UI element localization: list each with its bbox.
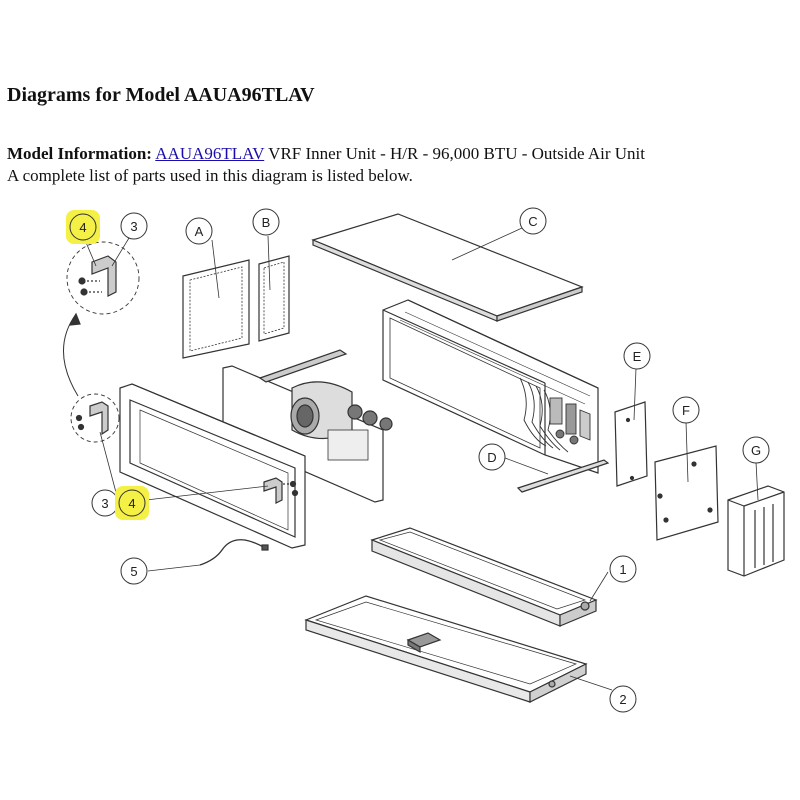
callout-part-2[interactable]: 2 <box>609 685 637 713</box>
svg-text:D: D <box>487 450 496 465</box>
callout-part-4-mid[interactable]: 4 <box>115 486 149 520</box>
top-panel-c[interactable] <box>311 213 584 322</box>
model-info-label: Model Information: <box>7 144 152 163</box>
coil-piping <box>519 377 591 453</box>
callout-b[interactable]: B <box>252 208 280 236</box>
model-information: Model Information: AAUA96TLAV VRF Inner … <box>7 143 645 165</box>
bracket-detail-top <box>66 241 140 315</box>
bracket-on-frame <box>263 477 299 504</box>
callout-f[interactable]: F <box>672 396 700 424</box>
svg-text:5: 5 <box>130 564 137 579</box>
base-pan-part-2[interactable] <box>304 595 588 703</box>
model-description: VRF Inner Unit - H/R - 96,000 BTU - Outs… <box>264 144 645 163</box>
svg-text:A: A <box>195 224 204 239</box>
svg-text:B: B <box>262 215 271 230</box>
callout-c[interactable]: C <box>519 207 547 235</box>
svg-text:3: 3 <box>101 496 108 511</box>
callout-g[interactable]: G <box>742 436 770 464</box>
svg-text:G: G <box>751 443 761 458</box>
electrical-box-g[interactable] <box>727 485 785 577</box>
callout-d[interactable]: D <box>478 443 506 471</box>
model-link[interactable]: AAUA96TLAV <box>155 144 265 163</box>
svg-text:F: F <box>682 403 690 418</box>
page-title: Diagrams for Model AAUA96TLAV <box>7 84 315 106</box>
svg-text:2: 2 <box>619 692 626 707</box>
callout-part-1[interactable]: 1 <box>609 555 637 583</box>
callout-part-5[interactable]: 5 <box>120 557 148 585</box>
svg-text:C: C <box>528 214 537 229</box>
callout-a[interactable]: A <box>185 217 213 245</box>
control-panel-f[interactable] <box>654 445 719 541</box>
svg-text:E: E <box>633 349 642 364</box>
front-frame[interactable] <box>119 383 306 549</box>
callout-part-4-top[interactable]: 4 <box>66 210 100 244</box>
side-panel-a[interactable] <box>182 259 250 359</box>
callout-e[interactable]: E <box>623 342 651 370</box>
blower-assembly[interactable] <box>222 349 393 503</box>
svg-text:1: 1 <box>619 562 626 577</box>
svg-text:4: 4 <box>79 220 86 235</box>
drain-pan-part-1[interactable] <box>370 527 598 627</box>
callout-part-3-mid[interactable]: 3 <box>91 489 119 517</box>
callout-part-3-top[interactable]: 3 <box>120 212 148 240</box>
svg-text:3: 3 <box>130 219 137 234</box>
bracket-detail-mid <box>70 393 120 443</box>
filter-panel-b[interactable] <box>258 255 290 342</box>
parts-note: A complete list of parts used in this di… <box>7 166 413 185</box>
svg-text:4: 4 <box>128 496 135 511</box>
coil-housing[interactable] <box>382 299 599 474</box>
sensor-wire-part-5[interactable] <box>199 539 269 566</box>
support-rod-d[interactable] <box>516 459 610 493</box>
access-panel-e[interactable] <box>614 401 648 487</box>
